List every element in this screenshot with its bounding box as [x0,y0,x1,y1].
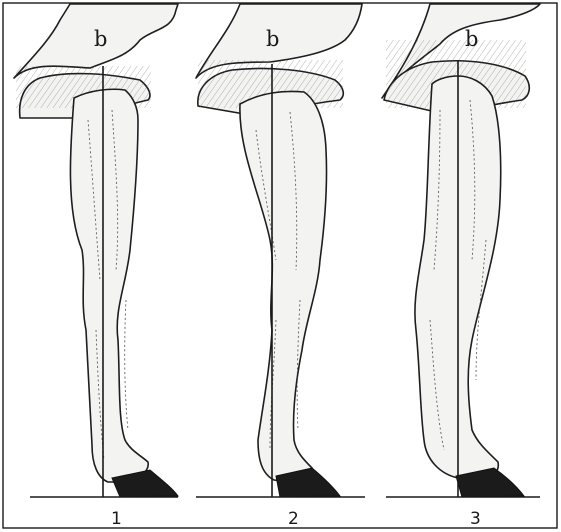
panel-1-plumb-label: b [94,27,107,51]
panel-3-plumb-label: b [465,27,478,51]
panel-3-number: 3 [470,509,481,529]
panel-2-number: 2 [288,509,299,529]
panel-2-plumb-label: b [266,27,279,51]
panel-1-number: 1 [111,509,122,529]
